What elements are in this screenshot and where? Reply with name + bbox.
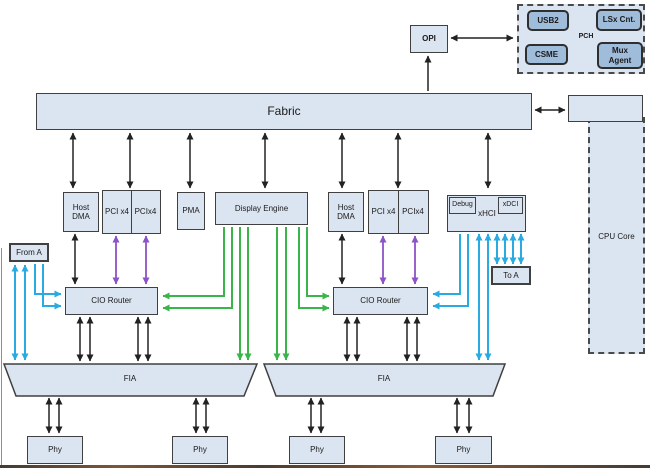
block-usb2: USB2 [527, 10, 569, 31]
cpu-core-label: CPU Core [598, 232, 635, 241]
block-cpu-core: CPU Core [588, 117, 645, 354]
block-from-a: From A [9, 243, 49, 262]
block-pci-x4-2: PCI x4 [368, 190, 399, 234]
block-host-dma-2: Host DMA [328, 192, 364, 232]
xhci-label: xHCI [478, 209, 496, 218]
block-xdci: xDCI [498, 197, 523, 214]
display-engine-green-links [162, 227, 330, 361]
opi-links [424, 34, 566, 114]
block-cio-router-1: CIO Router [65, 287, 158, 315]
fia-phy-arrows [45, 397, 473, 434]
fia-1-label: FIA [123, 374, 137, 383]
block-display-engine: Display Engine [215, 192, 308, 225]
block-phy-1: Phy [27, 436, 83, 464]
fabric-block-arrows [69, 132, 492, 189]
cio-fia-arrows [76, 316, 421, 362]
block-pma: PMA [177, 192, 205, 230]
block-mux-agent: Mux Agent [597, 42, 643, 69]
block-phy-2: Phy [172, 436, 228, 464]
pci-cio-arrows-purple [112, 235, 419, 285]
fia-shapes [2, 363, 507, 397]
block-pch: PCH USB2 LSx Cnt. CSME Mux Agent [517, 4, 645, 74]
block-pci-x4-1: PCI x4 [102, 190, 132, 234]
block-csme: CSME [525, 44, 568, 65]
usb-blue-links [11, 233, 525, 361]
block-host-dma-1: Host DMA [63, 192, 99, 232]
block-phy-4: Phy [435, 436, 492, 464]
block-pcix4-2: PCIx4 [397, 190, 429, 234]
block-fabric: Fabric [36, 93, 532, 130]
block-opi: OPI [410, 25, 448, 53]
pch-label: PCH [578, 33, 594, 40]
block-debug: Debug [449, 197, 476, 214]
block-pcix4-1: PCIx4 [130, 190, 161, 234]
hostdma-cio-arrows [71, 233, 346, 285]
fia-2-label: FIA [377, 374, 391, 383]
block-cio-router-2: CIO Router [333, 287, 428, 315]
screenshot-left-edge-line [1, 248, 2, 465]
block-xhci-complex: Debug xDCI xHCI [447, 195, 526, 232]
screenshot-bottom-edge [0, 465, 650, 468]
block-phy-3: Phy [289, 436, 345, 464]
block-to-a: To A [491, 266, 531, 285]
block-cpu-attach [568, 95, 643, 122]
block-lsx-cnt: LSx Cnt. [596, 9, 642, 31]
